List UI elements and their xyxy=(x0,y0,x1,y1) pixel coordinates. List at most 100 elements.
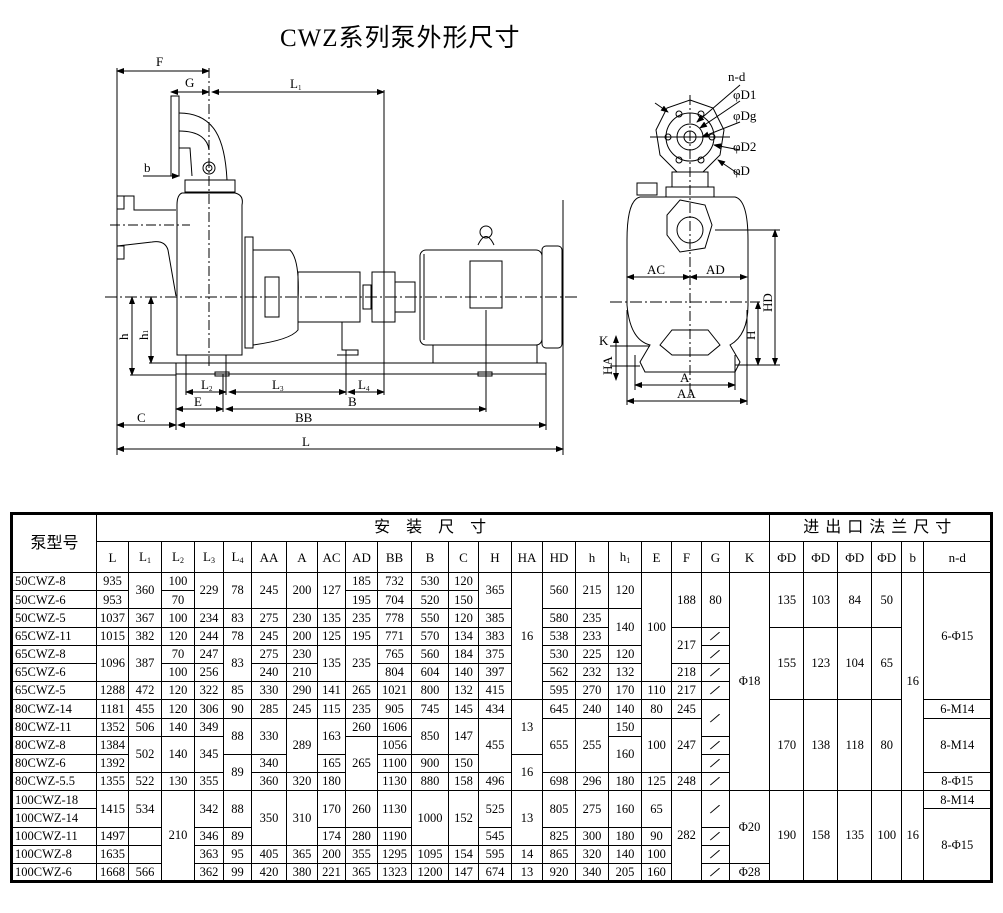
table-cell: 85 xyxy=(223,681,252,701)
front-view-labels: n-d φD1 φDg φD2 φD AC AD HD H K HA A AA xyxy=(599,69,775,401)
table-cell: 580 xyxy=(542,608,576,628)
table-cell: 100 xyxy=(161,662,195,683)
label-B: B xyxy=(348,394,357,409)
table-cell: / xyxy=(701,753,730,774)
table-cell: 195 xyxy=(345,590,378,610)
label-phi-D: φD xyxy=(733,163,750,178)
table-cell: / xyxy=(701,662,730,683)
side-view-labels: F G L1 b h h1 L2 L3 L4 E B C BB L xyxy=(116,54,370,449)
model-header: 泵型号 xyxy=(11,513,97,573)
table-cell: 120 xyxy=(608,644,642,664)
column-header-subscript: 4 xyxy=(239,555,244,565)
column-header-label: AA xyxy=(259,549,279,565)
table-cell: 804 xyxy=(377,662,412,683)
table-cell: 221 xyxy=(317,862,346,883)
table-cell: / xyxy=(701,644,730,664)
table-cell: 570 xyxy=(411,626,449,646)
table-cell: 150 xyxy=(608,717,642,737)
column-header: F xyxy=(671,541,702,573)
table-cell: 698 xyxy=(542,772,576,792)
table-cell: 310 xyxy=(286,790,318,846)
table-cell: 704 xyxy=(377,590,412,610)
pump-model: 50CWZ-8 xyxy=(11,571,97,592)
label-h1: h1 xyxy=(136,330,151,341)
table-cell: 217 xyxy=(671,626,702,664)
table-cell: 8-M14 xyxy=(923,790,993,810)
label-L1: L1 xyxy=(290,76,302,92)
label-BB: BB xyxy=(295,410,313,425)
side-view xyxy=(105,68,580,455)
table-cell: 210 xyxy=(161,790,195,883)
table-cell: 825 xyxy=(542,826,576,846)
table-cell: 138 xyxy=(803,699,839,792)
table-cell: 130 xyxy=(161,772,195,792)
table-cell: 165 xyxy=(317,753,346,774)
label-K: K xyxy=(599,333,609,348)
table-cell: 415 xyxy=(478,681,512,701)
table-cell: 275 xyxy=(251,608,287,628)
table-cell: 244 xyxy=(194,626,224,646)
column-header-label: BB xyxy=(385,549,404,565)
table-cell: 80 xyxy=(871,699,903,792)
label-L4: L4 xyxy=(358,377,370,393)
column-header-label: HA xyxy=(517,549,537,565)
column-header-label: E xyxy=(652,549,661,565)
table-cell: 218 xyxy=(671,662,702,683)
table-cell: 375 xyxy=(478,644,512,664)
table-cell: 235 xyxy=(575,608,609,628)
column-header-label: n-d xyxy=(948,549,966,565)
table-cell: / xyxy=(701,626,730,646)
table-cell: 265 xyxy=(345,735,378,792)
slash-mark: / xyxy=(709,627,722,644)
table-cell: 234 xyxy=(194,608,224,628)
table-cell: / xyxy=(701,862,730,883)
table-cell: 1415 xyxy=(96,790,129,828)
pump-model: 80CWZ-14 xyxy=(11,699,97,719)
table-cell: 340 xyxy=(251,753,287,774)
column-header-label: K xyxy=(744,549,755,565)
table-cell: 50 xyxy=(871,572,903,628)
table-cell xyxy=(128,826,162,846)
column-header-label: ΦD xyxy=(811,549,831,565)
table-cell: 360 xyxy=(128,571,162,610)
install-dimensions-header: 安 装 尺 寸 xyxy=(95,513,771,542)
table-cell: 289 xyxy=(286,717,318,774)
table-cell: 365 xyxy=(286,844,318,865)
table-cell: 405 xyxy=(251,844,287,865)
table-cell: 385 xyxy=(478,608,512,628)
table-cell: 90 xyxy=(223,699,252,719)
table-cell: 132 xyxy=(448,681,479,701)
pump-model: 50CWZ-5 xyxy=(11,608,97,628)
label-AA: AA xyxy=(677,386,696,401)
table-cell: 141 xyxy=(317,681,346,701)
table-cell: 1323 xyxy=(377,862,412,883)
slash-mark: / xyxy=(709,755,722,772)
table-cell: 595 xyxy=(542,681,576,701)
table-cell: 180 xyxy=(608,772,642,792)
table-cell: 132 xyxy=(608,662,642,683)
table-cell: 604 xyxy=(411,662,449,683)
column-header-label: AC xyxy=(322,549,341,565)
table-cell: 103 xyxy=(803,572,839,628)
label-A: A xyxy=(680,370,690,385)
table-cell: 160 xyxy=(641,862,672,883)
table-cell: 265 xyxy=(345,681,378,701)
table-cell: 275 xyxy=(575,790,609,828)
column-header-label: C xyxy=(459,549,468,565)
column-header-label: L xyxy=(108,549,117,565)
table-cell: 562 xyxy=(542,662,576,683)
table-cell: 135 xyxy=(317,644,346,683)
slash-mark: / xyxy=(709,664,722,681)
table-cell: 320 xyxy=(286,772,318,792)
table-cell: 140 xyxy=(608,608,642,646)
table-cell: 8-Φ15 xyxy=(923,772,993,792)
table-cell: 125 xyxy=(641,772,672,792)
table-cell: 420 xyxy=(251,862,287,883)
table-cell: 80 xyxy=(701,572,730,628)
pump-model: 65CWZ-6 xyxy=(11,662,97,683)
table-cell: 195 xyxy=(345,626,378,646)
